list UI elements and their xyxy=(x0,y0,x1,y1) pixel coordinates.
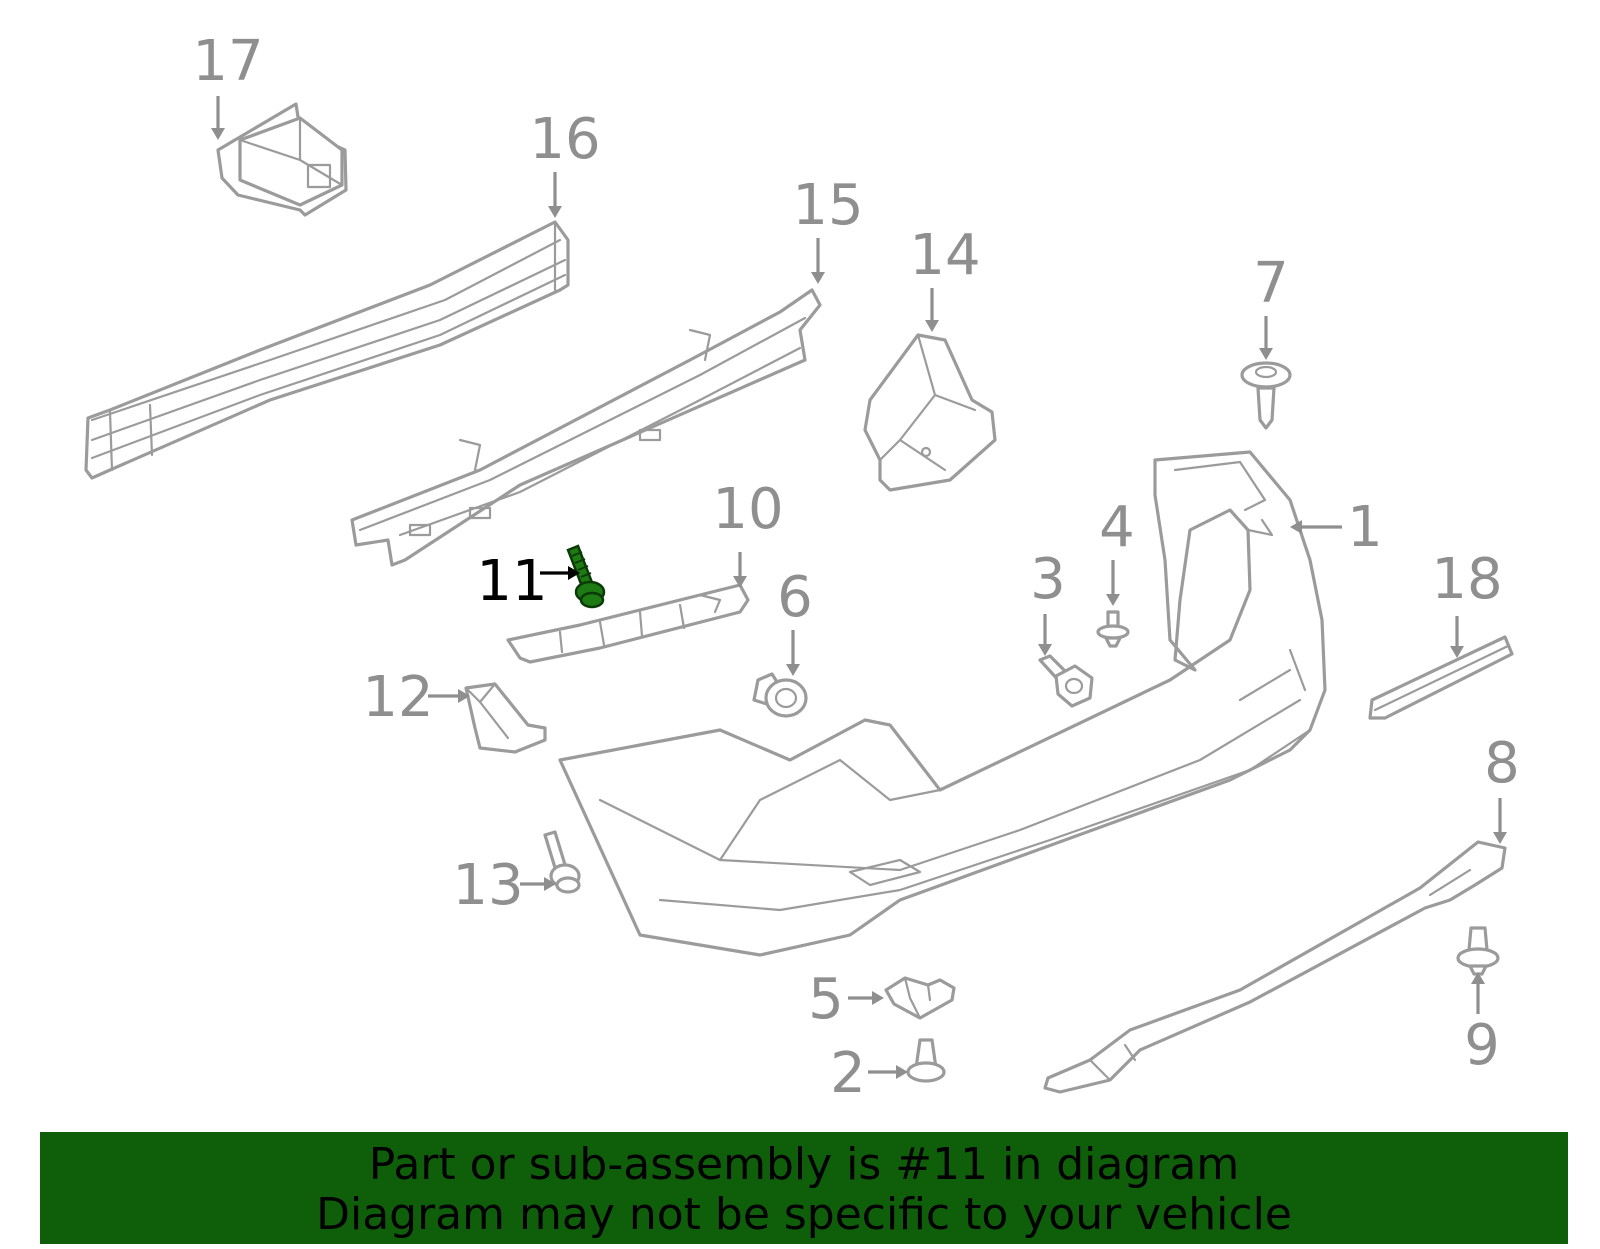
part-2-pin xyxy=(906,1038,946,1083)
part-9-pin xyxy=(1456,926,1500,976)
part-11-bolt-highlighted xyxy=(566,544,606,609)
callout-10: 10 xyxy=(712,477,783,542)
part-17-bracket xyxy=(216,102,348,217)
part-10-retainer xyxy=(506,583,750,664)
part-4-pin xyxy=(1096,610,1130,648)
arrowhead-2 xyxy=(896,1065,908,1079)
part-5-bracket xyxy=(884,976,956,1020)
arrowhead-13 xyxy=(544,877,556,891)
part-1-bumper-cover xyxy=(558,450,1327,957)
callout-13: 13 xyxy=(452,853,523,918)
arrowhead-11 xyxy=(568,566,580,580)
arrowhead-1 xyxy=(1290,520,1302,534)
callout-18: 18 xyxy=(1431,547,1502,612)
callout-1: 1 xyxy=(1347,495,1383,560)
part-16-reinforcement xyxy=(84,220,570,480)
callout-14: 14 xyxy=(909,223,980,288)
part-13-bolt xyxy=(543,830,581,894)
part-15-absorber xyxy=(350,288,822,567)
callout-7: 7 xyxy=(1253,251,1289,316)
callout-17: 17 xyxy=(192,29,263,94)
arrowhead-3 xyxy=(1038,644,1052,656)
arrowhead-15 xyxy=(811,272,825,284)
callout-6: 6 xyxy=(777,565,813,630)
callout-11: 11 xyxy=(476,549,547,614)
part-8-spoiler xyxy=(1043,840,1507,1094)
arrowhead-4 xyxy=(1106,594,1120,606)
arrowhead-18 xyxy=(1450,646,1464,658)
callout-5: 5 xyxy=(808,967,844,1032)
arrowhead-6 xyxy=(786,664,800,676)
part-12-bracket xyxy=(464,682,547,754)
callout-9: 9 xyxy=(1464,1013,1500,1078)
arrowhead-17 xyxy=(211,128,225,140)
arrowhead-7 xyxy=(1259,348,1273,360)
arrowhead-8 xyxy=(1493,832,1507,844)
arrowhead-12 xyxy=(458,689,470,703)
part-6-clip xyxy=(752,672,808,718)
arrowhead-14 xyxy=(925,320,939,332)
arrowhead-10 xyxy=(733,576,747,588)
leader-lines xyxy=(211,96,1507,1079)
arrowhead-16 xyxy=(548,206,562,218)
arrowhead-9 xyxy=(1471,972,1485,984)
banner-line-2: Diagram may not be specific to your vehi… xyxy=(316,1189,1292,1240)
part-7-pin xyxy=(1240,361,1292,430)
callout-12: 12 xyxy=(362,665,433,730)
callout-3: 3 xyxy=(1030,547,1066,612)
callout-15: 15 xyxy=(792,173,863,238)
callout-2: 2 xyxy=(830,1041,866,1106)
banner-line-1: Part or sub-assembly is #11 in diagram xyxy=(368,1139,1240,1190)
part-3-bolt xyxy=(1038,654,1094,708)
arrowhead-5 xyxy=(872,991,884,1005)
info-banner: Part or sub-assembly is #11 in diagram D… xyxy=(40,1132,1568,1244)
callout-4: 4 xyxy=(1099,495,1135,560)
callout-16: 16 xyxy=(529,107,600,172)
part-14-bracket xyxy=(863,333,997,492)
part-18-molding xyxy=(1368,635,1514,720)
callout-8: 8 xyxy=(1484,731,1520,796)
